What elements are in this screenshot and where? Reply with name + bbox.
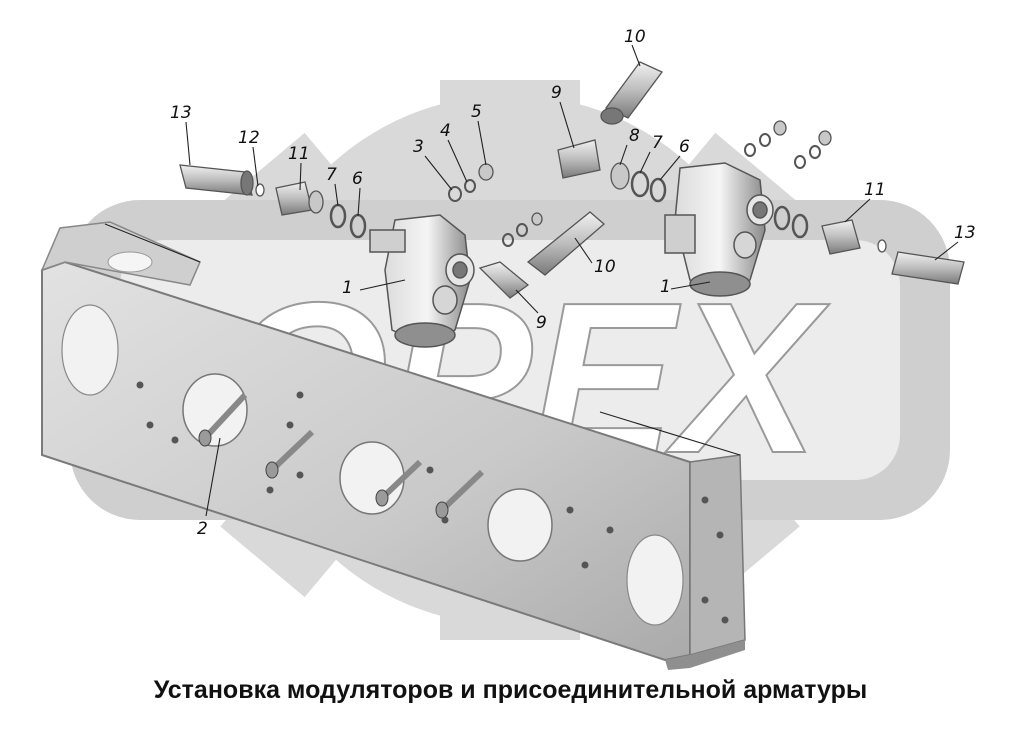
callout-9-mid: 9 (536, 313, 547, 333)
callout-7-left: 7 (326, 165, 337, 185)
callout-12: 12 (238, 128, 260, 148)
callout-9-top: 9 (551, 83, 562, 103)
callout-10-top: 10 (624, 27, 646, 47)
callout-4: 4 (440, 121, 451, 141)
callout-11-left: 11 (288, 144, 310, 164)
plate-hole (626, 534, 684, 626)
plate-hole (487, 488, 553, 562)
callout-6-right: 6 (679, 137, 690, 157)
callout-1-left: 1 (342, 278, 353, 298)
plate-hole (61, 304, 119, 396)
callout-8: 8 (629, 126, 640, 146)
modulator-right (664, 162, 774, 297)
fittings (179, 61, 965, 299)
bracket-plate (40, 221, 746, 670)
callout-6-left: 6 (352, 169, 363, 189)
callout-2: 2 (197, 519, 208, 539)
plate-hole (339, 441, 405, 515)
plate-hole (182, 373, 248, 447)
plate-hole (107, 251, 153, 273)
callout-10-mid: 10 (594, 257, 616, 277)
callout-13-left: 13 (170, 103, 192, 123)
callout-11-right: 11 (864, 180, 886, 200)
callout-7-right: 7 (652, 133, 663, 153)
figure-caption: Установка модуляторов и присоединительно… (153, 676, 868, 704)
modulator-left (369, 214, 475, 348)
callout-1-right: 1 (660, 277, 671, 297)
callout-5: 5 (471, 102, 482, 122)
leader-lines (104, 44, 959, 517)
callout-13-right: 13 (954, 223, 976, 243)
callouts: 13 12 11 7 6 3 4 5 9 10 8 7 6 11 13 10 9… (170, 27, 976, 539)
callout-3: 3 (413, 137, 424, 157)
bolts (198, 392, 485, 519)
